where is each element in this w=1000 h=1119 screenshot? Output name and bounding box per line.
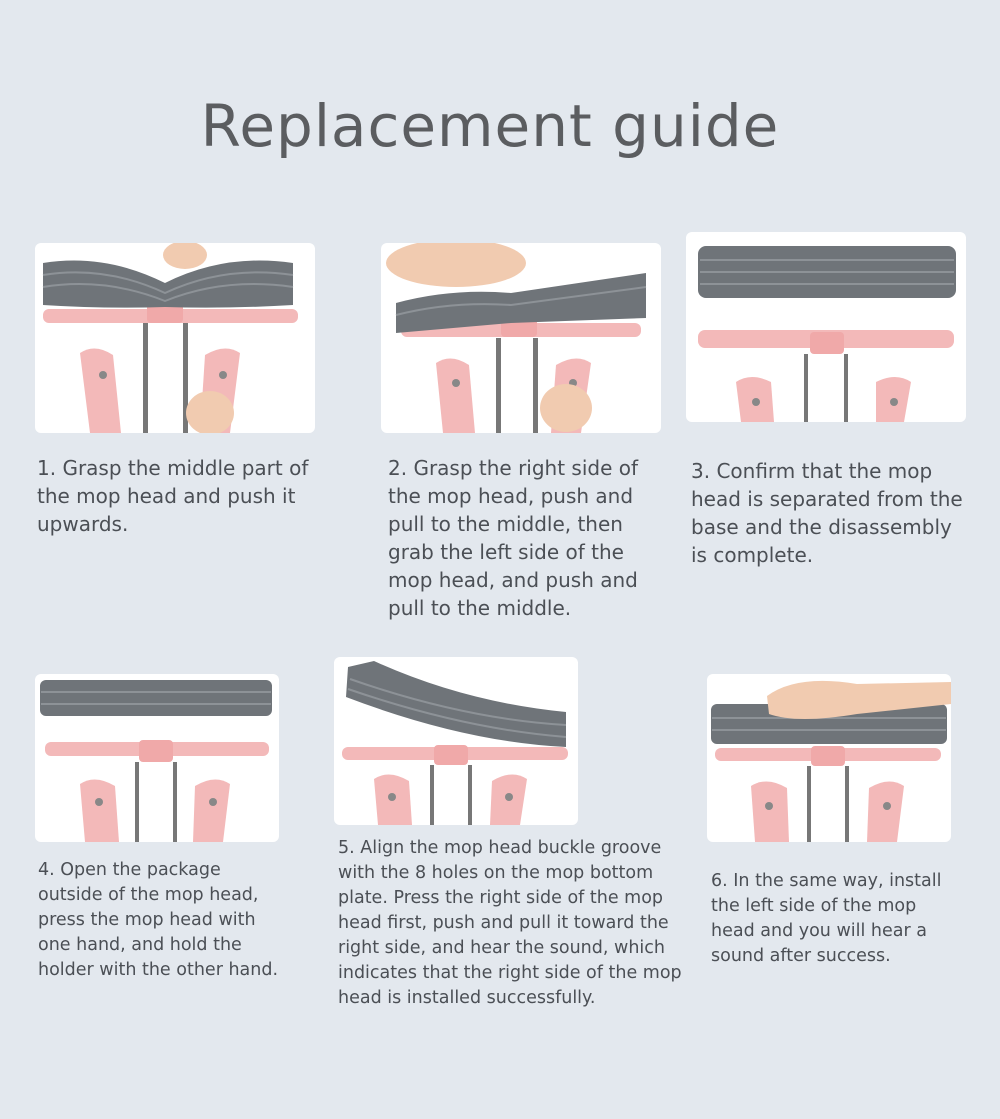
step-5-caption: 5. Align the mop head buckle groove with… xyxy=(338,838,682,1008)
step-2-caption: 2. Grasp the right side of the mop head,… xyxy=(388,456,639,620)
step-3-caption: 3. Confirm that the mop head is separate… xyxy=(691,459,963,567)
step-4-caption: 4. Open the package outside of the mop h… xyxy=(38,860,279,980)
step-3-photo xyxy=(686,232,966,422)
step-2-photo xyxy=(381,243,661,433)
step-6-photo xyxy=(707,674,951,842)
step-6-caption: 6. In the same way, install the left sid… xyxy=(711,871,942,966)
step-1-caption: 1. Grasp the middle part of the mop head… xyxy=(37,456,309,536)
step-4-photo xyxy=(35,674,279,842)
step-5-photo xyxy=(334,657,578,825)
step-1-photo xyxy=(35,243,315,433)
page-title: Replacement guide xyxy=(200,92,780,160)
